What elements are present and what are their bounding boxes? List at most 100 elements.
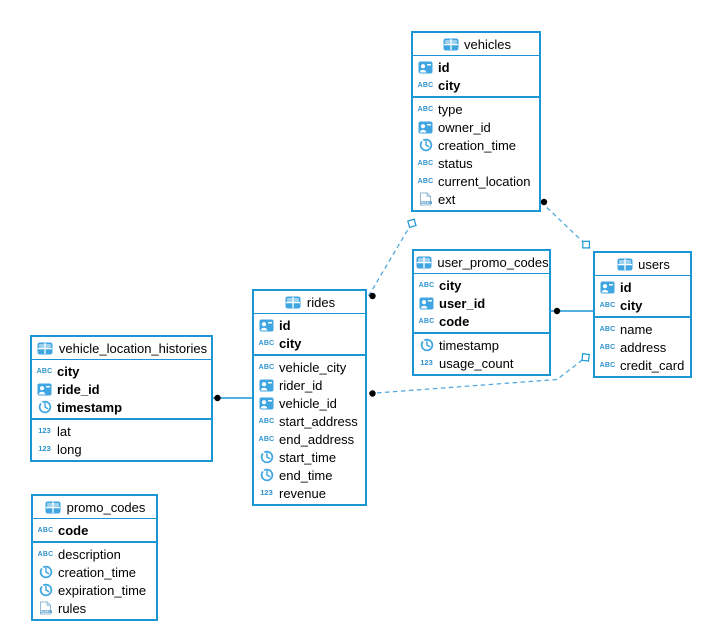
column-row-owner_id[interactable]: owner_id [413, 118, 539, 136]
column-row-city[interactable]: ABC city [414, 276, 549, 294]
column-row-lat[interactable]: 123 lat [32, 422, 211, 440]
datetime-icon [35, 400, 54, 414]
column-label: ext [438, 191, 456, 207]
column-label: city [439, 277, 462, 293]
column-label: timestamp [439, 337, 499, 353]
table-header[interactable]: vehicle_location_histories [32, 337, 211, 360]
table-header[interactable]: users [595, 253, 690, 276]
table-icon [44, 501, 63, 514]
column-row-id[interactable]: id [595, 278, 690, 296]
column-row-timestamp[interactable]: timestamp [414, 336, 549, 354]
text-icon: ABC [258, 363, 275, 371]
column-row-start_time[interactable]: start_time [254, 448, 365, 466]
column-row-end_time[interactable]: end_time [254, 466, 365, 484]
number-icon: 123 [38, 426, 51, 436]
text-icon: ABC [417, 177, 434, 185]
column-row-expiration_time[interactable]: expiration_time [33, 581, 156, 599]
relationship-diamond-marker [407, 218, 417, 229]
column-row-user_id[interactable]: user_id [414, 294, 549, 312]
table-title: vehicles [464, 36, 511, 52]
column-label: end_address [279, 431, 355, 447]
column-row-ride_id[interactable]: ride_id [32, 380, 211, 398]
relationship-vehicles-users [540, 201, 591, 249]
text-icon: ABC [418, 317, 435, 325]
table-header[interactable]: user_promo_codes [414, 251, 549, 274]
relationship-diamond-marker [582, 240, 590, 249]
column-row-rules[interactable]: JSON rules [33, 599, 156, 617]
column-row-id[interactable]: id [413, 58, 539, 76]
number-icon: 123 [38, 444, 51, 454]
column-row-vehicle_id[interactable]: vehicle_id [254, 394, 365, 412]
json-icon: JSON [416, 192, 435, 206]
table-header[interactable]: vehicles [413, 33, 539, 56]
table-icon [414, 256, 433, 269]
column-label: address [620, 339, 667, 355]
table-header[interactable]: promo_codes [33, 496, 156, 519]
column-label: type [438, 101, 463, 117]
svg-text:JSON: JSON [40, 609, 52, 614]
column-label: usage_count [439, 355, 514, 371]
text-icon: ABC [258, 435, 275, 443]
column-label: lat [57, 423, 71, 439]
column-label: credit_card [620, 357, 685, 373]
column-row-end_address[interactable]: ABC end_address [254, 430, 365, 448]
datetime-icon [36, 583, 55, 597]
id-badge-icon [257, 397, 276, 410]
column-row-creation_time[interactable]: creation_time [413, 136, 539, 154]
text-icon: ABC [258, 339, 275, 347]
column-row-id[interactable]: id [254, 316, 365, 334]
relationship-dot-marker [369, 390, 376, 397]
table-title: user_promo_codes [437, 254, 549, 270]
id-badge-icon [416, 121, 435, 134]
column-row-usage_count[interactable]: 123 usage_count [414, 354, 549, 372]
table-icon [615, 258, 634, 271]
column-row-timestamp[interactable]: timestamp [32, 398, 211, 416]
column-label: city [57, 363, 80, 379]
text-icon: ABC [418, 281, 435, 289]
id-badge-icon [598, 281, 617, 294]
table-title: promo_codes [66, 499, 146, 515]
table-title: rides [306, 294, 336, 310]
column-label: id [438, 59, 450, 75]
number-icon: 123 [260, 488, 273, 498]
table-header[interactable]: rides [254, 291, 365, 314]
number-icon: 123 [420, 358, 433, 368]
json-icon: JSON [36, 601, 55, 615]
column-row-creation_time[interactable]: creation_time [33, 563, 156, 581]
table-icon [36, 342, 55, 355]
table-icon [284, 296, 303, 309]
column-label: name [620, 321, 653, 337]
column-row-ext[interactable]: JSON ext [413, 190, 539, 208]
column-label: rider_id [279, 377, 323, 393]
column-row-rider_id[interactable]: rider_id [254, 376, 365, 394]
